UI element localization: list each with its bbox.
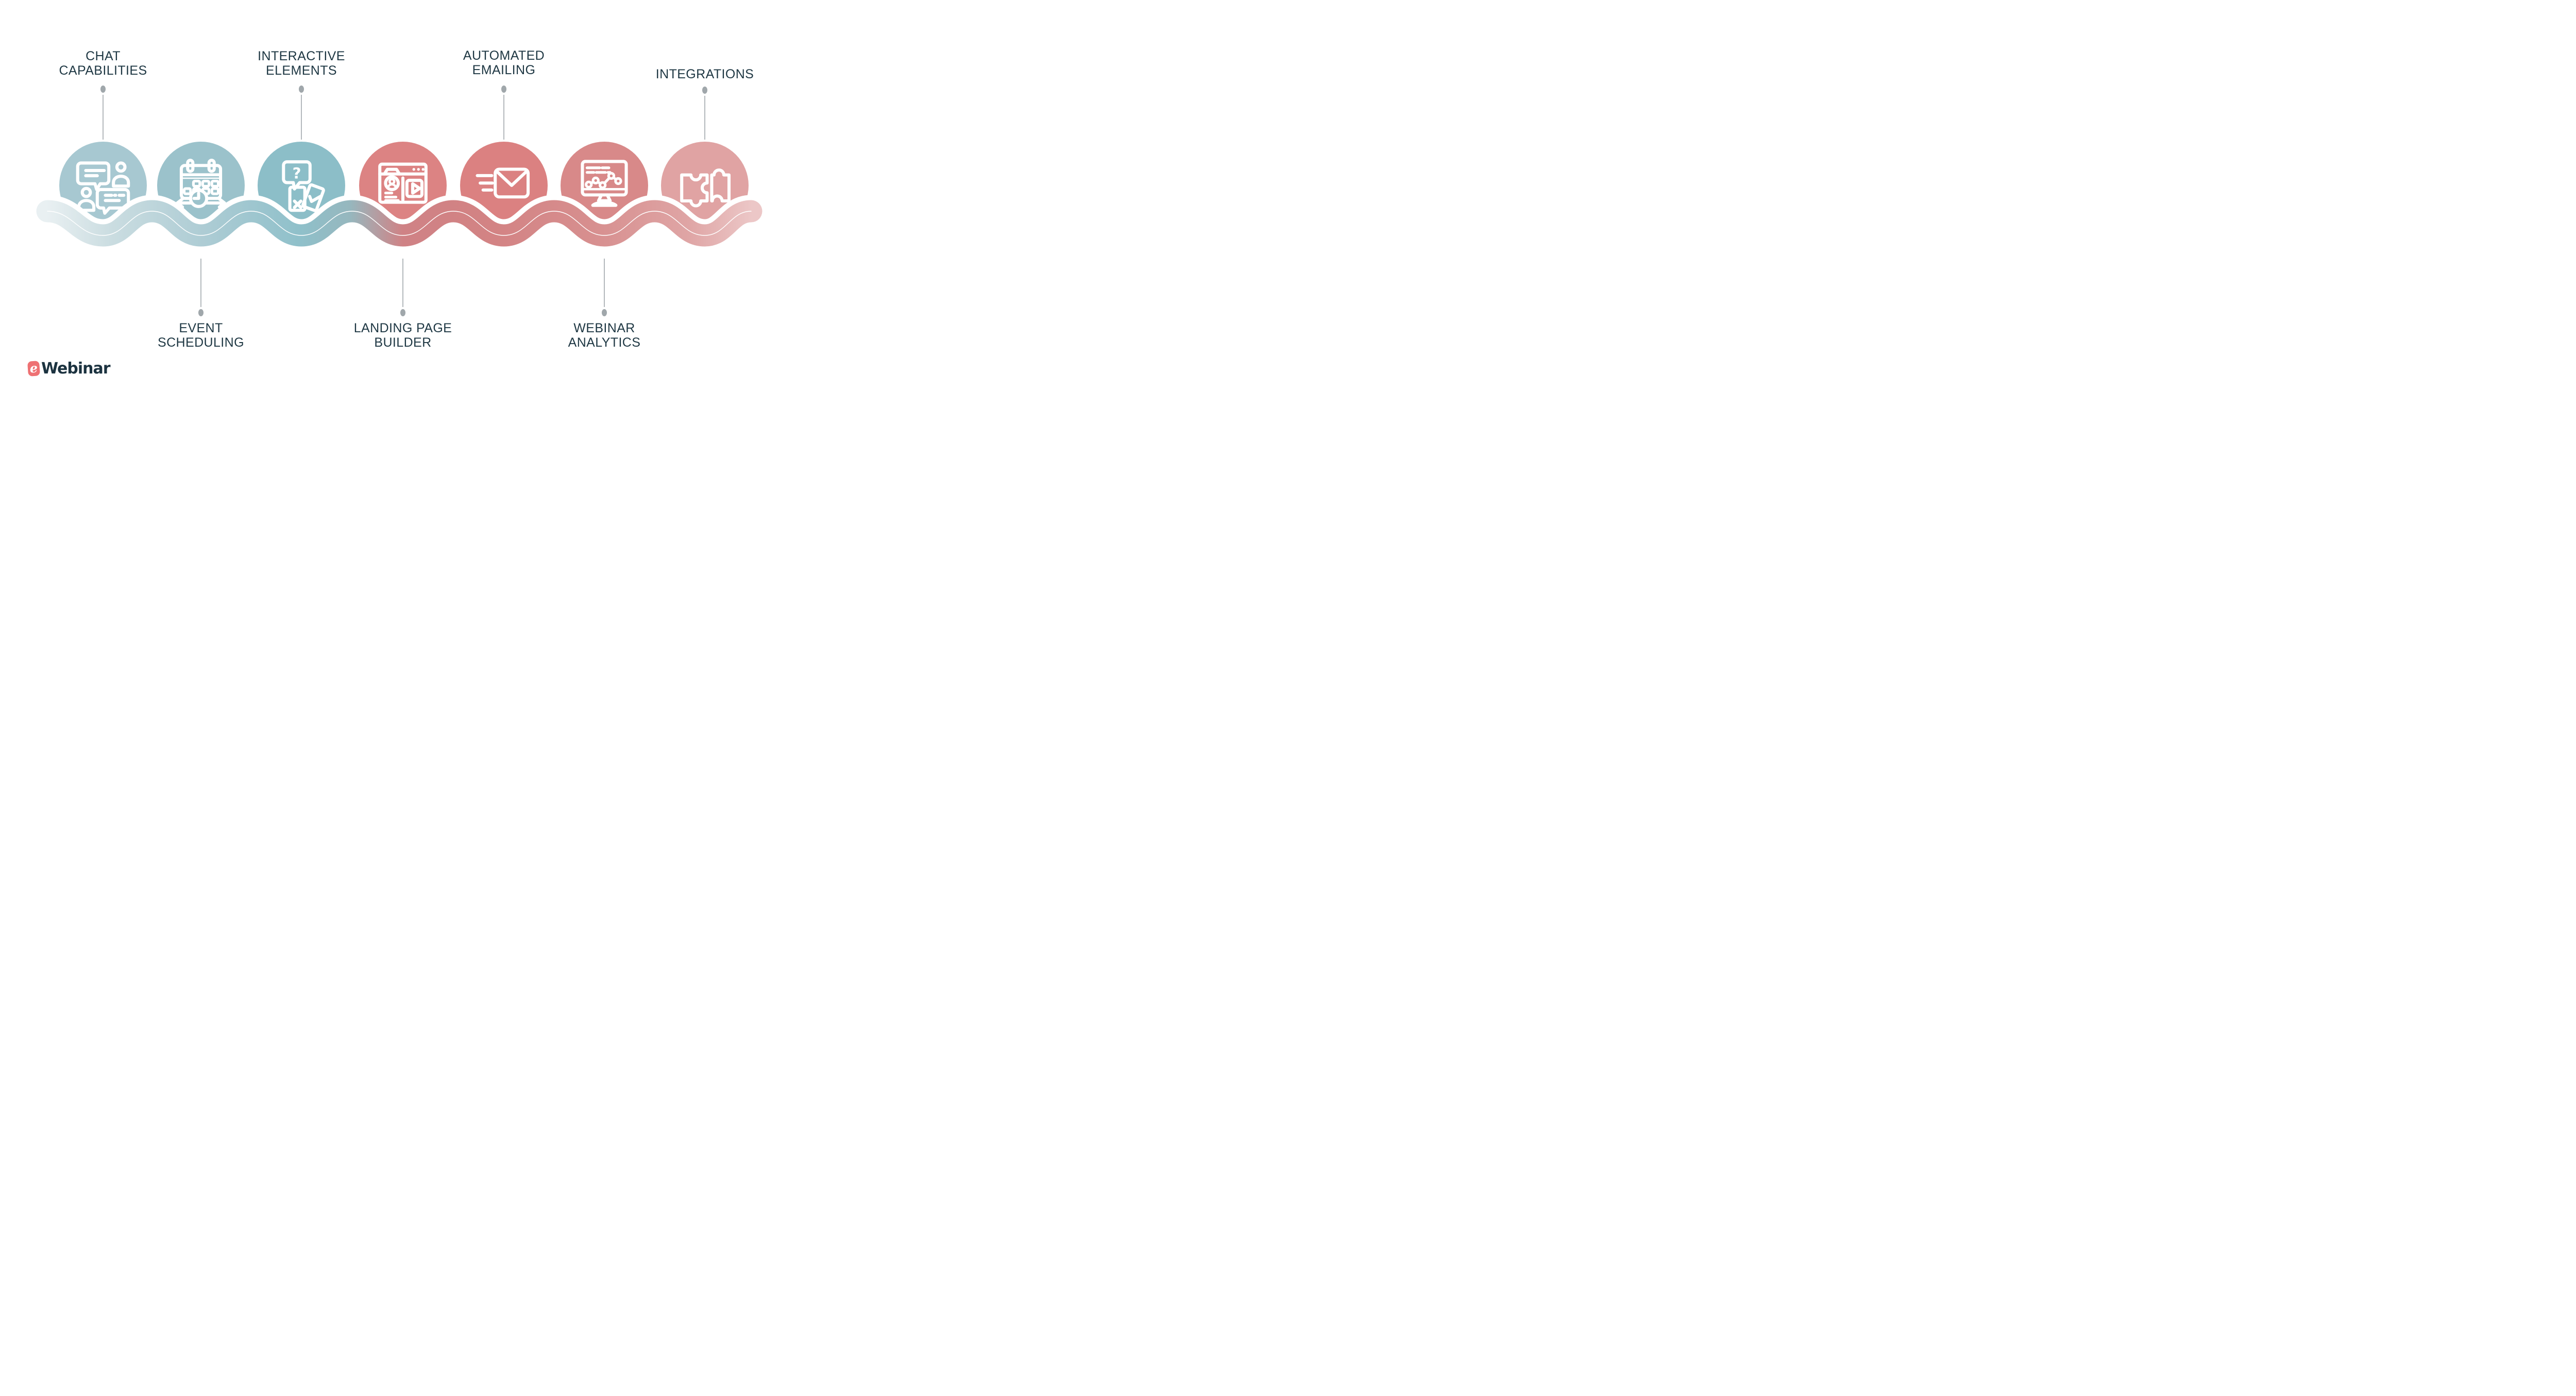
connector-chat	[100, 86, 106, 140]
svg-text:?: ?	[293, 165, 301, 182]
browser-video-icon	[378, 162, 428, 204]
connector-landing-page	[400, 259, 405, 316]
puzzle-icon	[680, 168, 731, 208]
timeline-wave-graphic: ?	[0, 86, 808, 316]
ewebinar-features-infographic: ?	[0, 0, 808, 404]
ewebinar-logo: e Webinar	[27, 360, 111, 378]
connector-lines	[100, 86, 707, 316]
connector-integrations	[702, 87, 707, 140]
logo-wordmark: Webinar	[41, 360, 111, 378]
chat-bubbles-icon	[76, 161, 130, 215]
connector-emailing	[501, 86, 506, 140]
email-send-icon	[476, 167, 530, 199]
monitor-chart-icon	[581, 160, 628, 207]
label-interactive-elements: INTERACTIVE ELEMENTS	[258, 49, 345, 78]
connector-scheduling	[198, 259, 204, 316]
label-webinar-analytics: WEBINAR ANALYTICS	[568, 321, 641, 350]
label-landing-page-builder: LANDING PAGE BUILDER	[353, 321, 452, 350]
logo-e-badge: e	[27, 360, 40, 377]
label-integrations: INTEGRATIONS	[655, 67, 754, 81]
label-event-scheduling: EVENT SCHEDULING	[158, 321, 244, 350]
label-chat-capabilities: CHAT CAPABILITIES	[59, 49, 147, 78]
connector-interactive	[299, 86, 304, 140]
question-cards-icon: ?	[282, 160, 325, 212]
calendar-clock-icon	[176, 159, 226, 209]
connector-analytics	[602, 259, 607, 316]
label-automated-emailing: AUTOMATED EMAILING	[463, 48, 545, 77]
